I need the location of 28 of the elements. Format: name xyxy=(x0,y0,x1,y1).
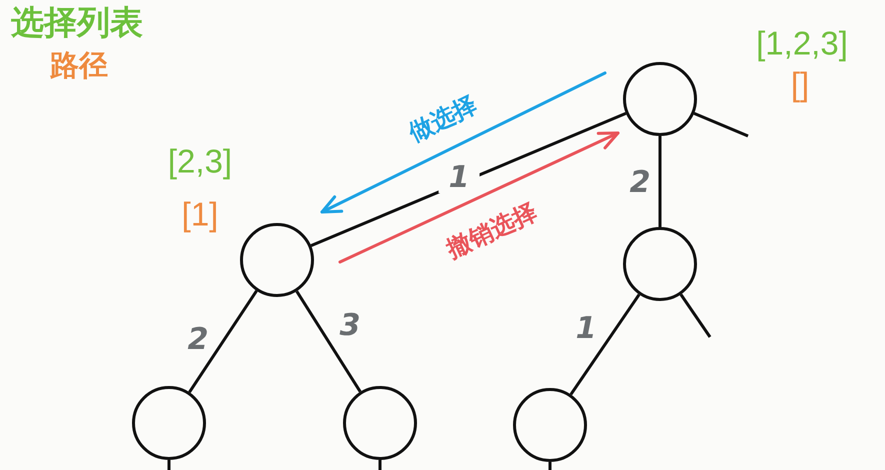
edge-label: 3 xyxy=(340,311,360,341)
edge-label: 1 xyxy=(576,314,596,344)
tree-edge xyxy=(694,112,749,138)
tree-node-circle xyxy=(513,388,587,462)
tree-edge xyxy=(188,290,258,393)
tree-node-circle xyxy=(623,227,697,301)
choice-list-text: [1,2,3] xyxy=(756,26,848,62)
tree-node-circle xyxy=(343,386,417,460)
tree-node-circle xyxy=(623,62,697,136)
path-text: [1] xyxy=(182,198,218,232)
direction-label: 做选择 xyxy=(405,92,481,146)
choice-list-text: [2,3] xyxy=(168,144,232,180)
tree-edge xyxy=(378,460,382,470)
tree-node-circle xyxy=(132,386,206,460)
legend-text: 选择列表 xyxy=(11,6,143,40)
edge-label: 2 xyxy=(188,325,208,355)
edge-label: 2 xyxy=(630,168,650,198)
tree-node-circle xyxy=(240,223,314,297)
edge-label: 1 xyxy=(438,163,480,193)
tree-edge xyxy=(680,294,712,338)
tree-edge xyxy=(548,462,552,470)
tree-edge xyxy=(658,136,662,227)
tree-edge xyxy=(296,290,362,393)
tree-edge xyxy=(168,460,170,470)
legend-text: 路径 xyxy=(50,50,108,80)
tree-edge xyxy=(570,294,640,396)
direction-label: 撤销选择 xyxy=(443,199,541,263)
path-text: [] xyxy=(790,68,810,102)
